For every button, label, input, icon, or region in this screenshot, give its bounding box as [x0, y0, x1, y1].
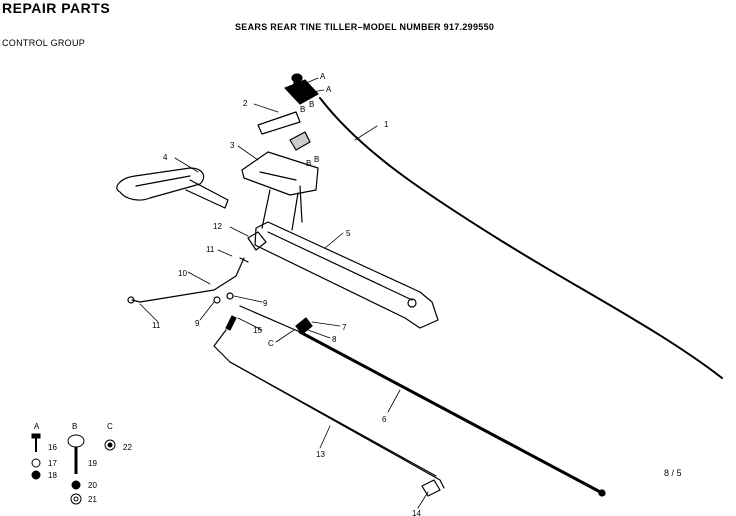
callout-15: 15 [253, 326, 262, 335]
legend-col-a: A [34, 422, 40, 431]
callout-b4: B [306, 159, 311, 168]
callout-10: 10 [178, 269, 187, 278]
u-handle [116, 167, 205, 201]
legend-part-18: 18 [48, 471, 57, 480]
frame-bar [254, 221, 439, 329]
callout-9b: 9 [195, 319, 200, 328]
callout-13: 13 [316, 450, 325, 459]
callout-b3: B [314, 155, 319, 164]
callout-12: 12 [213, 222, 222, 231]
control-cable [319, 97, 723, 379]
hardware-legend: A B C 16 17 18 19 20 21 22 [31, 422, 132, 505]
legend-part-19: 19 [88, 459, 97, 468]
legend-col-c: C [107, 422, 113, 431]
throttle-cable [298, 330, 606, 496]
model-subtitle: SEARS REAR TINE TILLER–MODEL NUMBER 917.… [235, 22, 495, 32]
callout-14: 14 [412, 509, 421, 516]
legend-part-17: 17 [48, 459, 57, 468]
callout-11b: 11 [152, 321, 161, 330]
callout-2: 2 [243, 99, 248, 108]
callout-b1: B [309, 100, 314, 109]
legend-part-16: 16 [48, 443, 57, 452]
rod-end [421, 479, 441, 497]
bracket-clip [289, 131, 311, 151]
callout-7: 7 [342, 323, 347, 332]
page-reference: 8 / 5 [664, 468, 682, 478]
legend-col-b: B [72, 422, 77, 431]
control-rod [131, 257, 245, 303]
clutch-rod [213, 329, 445, 489]
legend-part-21: 21 [88, 495, 97, 504]
legend-part-20: 20 [88, 481, 97, 490]
callout-a1: A [320, 72, 326, 81]
callout-a2: A [326, 85, 332, 94]
legend-part-22: 22 [123, 443, 132, 452]
bracket-plate [257, 111, 301, 135]
callout-c: C [268, 339, 274, 348]
page-title: REPAIR PARTS [2, 0, 111, 16]
callout-1: 1 [384, 120, 389, 129]
small-bracket [247, 231, 267, 251]
callout-3: 3 [230, 141, 235, 150]
callout-9a: 9 [263, 299, 268, 308]
mounting-plate [241, 151, 319, 196]
callout-8: 8 [332, 335, 337, 344]
callout-4: 4 [163, 153, 168, 162]
control-knob-assembly [284, 73, 319, 105]
callout-b2: B [300, 105, 305, 114]
callout-11a: 11 [206, 245, 215, 254]
group-label: CONTROL GROUP [2, 38, 86, 48]
spring [225, 315, 237, 331]
callout-5: 5 [346, 229, 351, 238]
callout-6: 6 [382, 415, 387, 424]
